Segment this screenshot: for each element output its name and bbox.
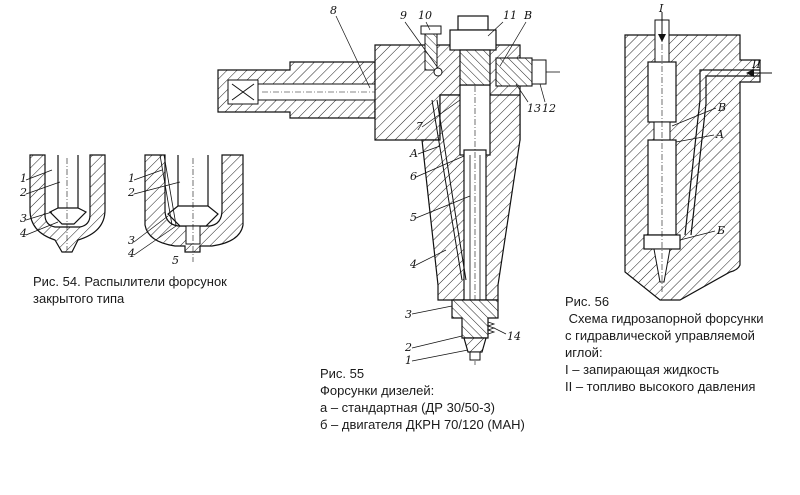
fig55-label-11: 11: [503, 9, 517, 22]
fig55-label-7: 7: [416, 120, 423, 133]
fig56-caption-line-4: иглой:: [565, 345, 603, 360]
fig56-labels: I II B A Б: [658, 2, 761, 241]
fig56-caption-line-6: II – топливо высокого давления: [565, 379, 756, 394]
fig56-label-B: B: [717, 101, 726, 114]
fig56-caption-line-5: I – запирающая жидкость: [565, 362, 720, 377]
fig54-left-sprayer: [29, 154, 106, 253]
fig55-label-A: A: [409, 147, 418, 160]
fig55-injector: [217, 15, 560, 365]
fig55-label-3: 3: [405, 308, 412, 321]
fig55-caption-line-4: б – двигателя ДКРН 70/120 (МАН): [320, 417, 525, 432]
fig54-caption: Рис. 54. Распылители форсунок закрытого …: [33, 273, 227, 307]
fig55-label-4: 4: [409, 258, 417, 271]
fig56-caption: Рис. 56 Схема гидрозапорной форсунки с г…: [565, 293, 764, 395]
fig56-label-Б: Б: [716, 224, 725, 237]
fig55-labels: 8 9 10 11 B 13 12 7 A 6 5 4 3 2 1 14: [330, 4, 556, 367]
fig54-left-label-1: 1: [20, 172, 27, 185]
fig55-label-B: B: [523, 9, 532, 22]
fig54-left-label-3: 3: [20, 212, 27, 225]
fig54-right-labels: 1 2 3 4 5: [127, 169, 181, 267]
fig55-label-14: 14: [507, 330, 521, 343]
fig54-caption-line-1: Рис. 54. Распылители форсунок: [33, 274, 227, 289]
fig55-label-13: 13: [527, 102, 541, 115]
fig54-caption-line-2: закрытого типа: [33, 291, 125, 306]
fig55-caption: Рис. 55 Форсунки дизелей: а – стандартна…: [320, 365, 525, 433]
fig54-right-label-1: 1: [128, 172, 135, 185]
fig54-left-label-4: 4: [19, 227, 27, 240]
fig55-label-1: 1: [405, 354, 412, 367]
fig56-label-I: I: [658, 2, 664, 15]
fig55-label-10: 10: [418, 9, 432, 22]
fig54-right-label-4: 4: [127, 247, 135, 260]
fig55-label-2: 2: [404, 341, 412, 354]
fig56-caption-line-3: с гидравлической управляемой: [565, 328, 755, 343]
fig56-label-A: A: [715, 128, 724, 141]
fig54-left-label-2: 2: [19, 186, 27, 199]
fig54-right-label-5: 5: [172, 254, 179, 267]
fig55-label-9: 9: [400, 9, 407, 22]
fig55-label-8: 8: [330, 4, 337, 17]
fig55-label-12: 12: [542, 102, 556, 115]
fig55-caption-line-1: Рис. 55: [320, 366, 365, 381]
fig55-label-5: 5: [410, 211, 417, 224]
fig54-right-label-2: 2: [127, 186, 135, 199]
fig56-caption-line-2: Схема гидрозапорной форсунки: [565, 311, 764, 326]
fig54-left-labels: 1 2 3 4: [19, 169, 61, 240]
fig55-label-6: 6: [410, 170, 417, 183]
fig56-scheme: [624, 12, 772, 301]
fig54-right-label-3: 3: [128, 234, 135, 247]
fig55-caption-line-3: а – стандартная (ДР 30/50-3): [320, 400, 496, 415]
fig54-right-sprayer: [144, 154, 244, 262]
fig56-caption-line-1: Рис. 56: [565, 294, 610, 309]
fig55-caption-line-2: Форсунки дизелей:: [320, 383, 435, 398]
fig56-label-II: II: [751, 58, 761, 71]
